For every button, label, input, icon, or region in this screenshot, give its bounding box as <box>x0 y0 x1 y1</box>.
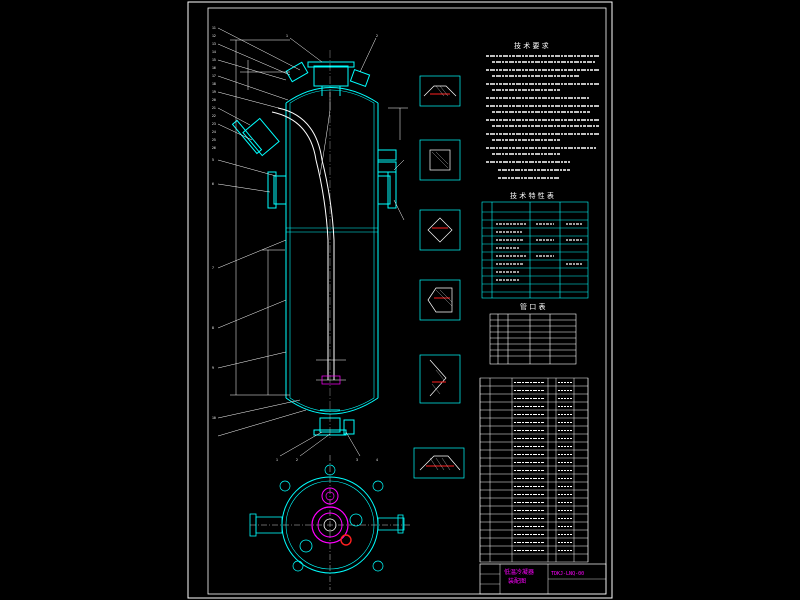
leader-number: 24 <box>212 130 216 134</box>
leader-number: 12 <box>212 34 216 38</box>
leader-number: 17 <box>212 74 216 78</box>
leader-number: 16 <box>212 66 216 70</box>
leader-number: 4 <box>376 458 378 462</box>
leader-number: 2 <box>296 458 298 462</box>
leader-number: 18 <box>212 82 216 86</box>
leader-number: 5 <box>212 158 214 162</box>
leader-number: 25 <box>212 138 216 142</box>
leader-number: 20 <box>212 98 216 102</box>
nozzle-table-title: 管 口 表 <box>520 302 545 311</box>
leader-number: 9 <box>212 366 214 370</box>
technical-characteristics-table: 技 术 特 性 表 <box>481 191 589 299</box>
technical-requirements: 技 术 要 求 <box>486 41 600 179</box>
sheet-outer-border <box>187 1 613 599</box>
leader-labels-bottom: 1 2 3 4 <box>276 458 378 462</box>
vessel-elevation <box>231 61 397 436</box>
detail-hatching <box>429 85 453 471</box>
nozzle-table: 管 口 表 <box>489 302 577 365</box>
sheet-inner-frame <box>207 7 607 595</box>
dimension-lines <box>230 39 408 396</box>
detail-views <box>413 75 465 479</box>
title-block: 低温冷凝器 装配图 TDKJ-LNQ-00 <box>479 563 607 595</box>
drawing-number: TDKJ-LNQ-00 <box>551 571 584 577</box>
leader-number: 1 <box>286 34 288 38</box>
leader-number: 23 <box>212 122 216 126</box>
leader-number: 19 <box>212 90 216 94</box>
detail-accents <box>426 93 454 467</box>
leader-labels-top-left: 11 12 13 14 15 16 17 18 19 20 21 22 23 2… <box>212 26 216 150</box>
table-cell-text <box>496 223 582 281</box>
leader-labels-left-mid: 5 6 7 8 9 10 <box>212 158 216 420</box>
vessel-name-line1: 低温冷凝器 <box>504 568 534 576</box>
leader-number: 8 <box>212 326 214 330</box>
leader-number: 10 <box>212 416 216 420</box>
leader-number: 22 <box>212 114 216 118</box>
leader-number: 1 <box>276 458 278 462</box>
leader-number: 6 <box>212 182 214 186</box>
parts-list <box>479 377 589 563</box>
leader-lines <box>217 27 405 457</box>
vessel-plan-view <box>249 455 410 590</box>
leader-number: 15 <box>212 58 216 62</box>
internal-dip-pipe <box>271 92 346 385</box>
leader-number: 13 <box>212 42 216 46</box>
leader-labels-top-center: 1 2 <box>286 34 378 38</box>
leader-number: 2 <box>376 34 378 38</box>
leader-number: 3 <box>356 458 358 462</box>
technical-characteristics-title: 技 术 特 性 表 <box>510 191 554 200</box>
leader-number: 11 <box>212 26 216 30</box>
vessel-name-line2: 装配图 <box>508 577 526 585</box>
leader-number: 14 <box>212 50 216 54</box>
leader-number: 7 <box>212 266 214 270</box>
leader-number: 21 <box>212 106 216 110</box>
technical-requirements-title: 技 术 要 求 <box>514 41 549 50</box>
leader-number: 26 <box>212 146 216 150</box>
requirements-text-lines <box>486 55 600 179</box>
